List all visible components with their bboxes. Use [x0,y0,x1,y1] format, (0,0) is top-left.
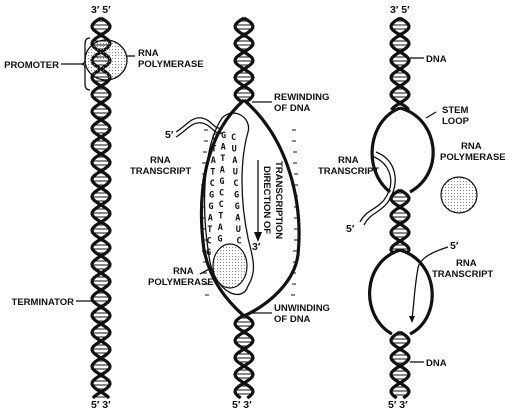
middle-rna-polymerase-label-2: POLYMERASE [148,277,214,288]
left-rna-polymerase-label-1: RNA [138,48,159,59]
middle-three-prime-label: 3′ [252,241,261,253]
complement-base: G [217,235,222,245]
right-rna-transcript-a-label-2: TRANSCRIPT [318,166,379,177]
right-rna-polymerase-label-2: POLYMERASE [440,152,506,163]
right-rna-transcript-a-label-1: RNA [338,155,359,166]
right-upper-bubble-left [370,106,401,194]
template-base: T [210,168,215,178]
right-transcript-arrow-icon [409,316,415,323]
template-base: C [207,237,212,247]
rewinding-label-1: REWINDING [274,92,329,103]
right-dna-bottom-label: DNA [426,358,447,369]
rna-polymerase-blob-left [84,39,128,81]
direction-label-2: TRANSCRIPTION [273,161,284,239]
left-top-ends-label: 3′ 5′ [91,4,111,16]
rna-polymerase-bubble [203,112,255,296]
left-bottom-ends-label: 5′ 3′ [91,399,111,411]
right-upper-bubble-right [399,106,435,194]
right-five-prime-b-label: 5′ [450,240,459,252]
template-base: C [212,133,217,143]
right-rna-transcript-b-label-2: TRANSCRIPT [432,269,493,280]
template-base: C [210,179,215,189]
right-rna-transcript-b [411,246,449,319]
left-panel: 3′ 5′ PROMOTER RNA POLYMERASE TERMINATOR… [4,4,204,411]
right-lower-bubble-left [368,248,401,336]
complement-base: T [218,212,223,222]
middle-dna-helix-top [233,16,255,103]
complement-base: C [219,200,224,210]
right-rna-polymerase-label-1: RNA [461,141,482,152]
right-dna-helix-top [389,16,411,111]
right-panel: 3′ 5′ DNA STEM LOOP RNA POLYMERASE RNA T… [318,4,506,411]
terminator-label: TERMINATOR [12,297,75,308]
stem-loop-label-2: LOOP [442,116,470,127]
right-dna-top-label: DNA [426,54,447,65]
template-base: G [209,191,214,201]
complement-base: G [221,131,226,141]
stem-loop-label-1: STEM [442,105,468,116]
rna-base: U [233,168,238,178]
middle-dna-helix-bottom [233,313,255,400]
rna-base: G [235,202,240,212]
template-base: G [206,248,211,258]
complement-base: C [219,189,224,199]
direction-arrow-icon [254,232,262,242]
template-base: T [207,225,212,235]
middle-rna-polymerase-label-1: RNA [173,266,194,277]
complement-base: T [220,154,225,164]
right-rna-transcript-b-label-1: RNA [456,258,477,269]
unwinding-label-1: UNWINDING [274,303,330,314]
complement-base: A [220,166,225,176]
right-rna-transcript-a [359,155,392,223]
middle-rna-transcript-label-1: RNA [150,155,171,166]
rna-base: C [231,133,236,143]
direction-label-1: DIRECTION OF [261,166,272,234]
right-bottom-ends-label: 5′ 3′ [388,399,408,411]
rna-base: G [234,191,239,201]
rna-base: A [235,214,240,224]
right-dna-helix-middle [389,188,411,253]
promoter-label: PROMOTER [4,60,59,71]
rewinding-label-2: OF DNA [274,103,311,114]
right-dna-helix-bottom [389,330,411,400]
complement-base: G [219,177,224,187]
rna-base: U [232,145,237,155]
right-five-prime-a-label: 5′ [346,223,355,235]
middle-rna-transcript [175,117,223,133]
complement-base: A [218,223,223,233]
right-lower-bubble-right [399,248,434,336]
rna-base: C [236,237,241,247]
rna-base: U [236,225,241,235]
unwinding-label-2: OF DNA [274,314,311,325]
middle-five-prime-label: 5′ [165,129,174,141]
free-rna-polymerase [440,176,478,214]
template-base: G [208,202,213,212]
bubble-right-strand [242,98,301,318]
middle-bottom-ends-label: 5′ 3′ [232,399,252,411]
template-base: A [211,156,216,166]
left-rna-polymerase-label-2: POLYMERASE [138,59,204,70]
rna-base: C [233,179,238,189]
bubble-left-strand [199,98,246,318]
right-top-ends-label: 3′ 5′ [390,4,410,16]
rna-polymerase-active-site [212,243,248,289]
template-base: T [211,145,216,155]
template-base: A [208,214,213,224]
complement-base: A [221,143,226,153]
middle-rna-transcript-label-2: TRANSCRIPT [130,166,191,177]
rna-base: A [232,156,237,166]
